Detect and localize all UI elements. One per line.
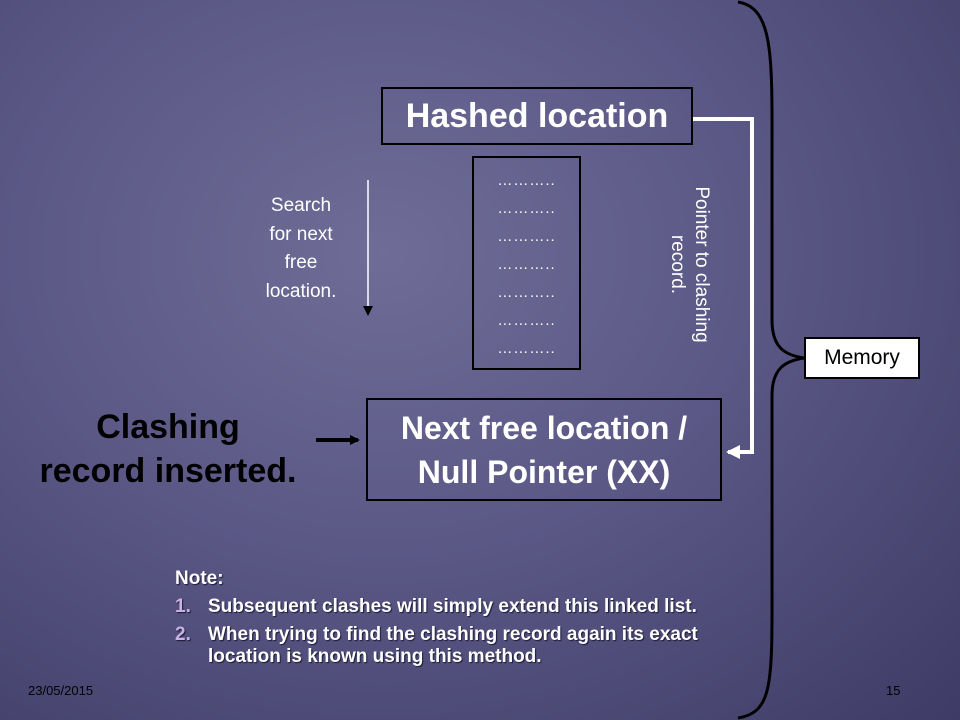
pointer-label-line: Pointer to clashing bbox=[691, 186, 712, 343]
cell-dots: ……….. bbox=[497, 284, 556, 301]
footer-date: 23/05/2015 bbox=[28, 683, 94, 698]
search-line: Search bbox=[270, 195, 332, 216]
pointer-label: Pointer to clashing record. bbox=[665, 162, 713, 367]
cell-dots: ……….. bbox=[497, 256, 556, 273]
note-section: Note: 1. Subsequent clashes will simply … bbox=[175, 568, 715, 674]
search-line: free bbox=[284, 252, 318, 273]
memory-cells: ……….. ……….. ……….. ……….. ……….. ……….. ……….… bbox=[472, 156, 581, 370]
search-line: location. bbox=[265, 280, 337, 302]
list-text: Subsequent clashes will simply extend th… bbox=[208, 596, 697, 617]
page-number: 15 bbox=[886, 683, 901, 698]
hashed-location-box: Hashed location bbox=[381, 87, 693, 145]
list-text: When trying to find the clashing record … bbox=[208, 624, 698, 667]
search-line: for next bbox=[269, 223, 333, 245]
pointer-label-line: record. bbox=[667, 234, 688, 295]
list-item: 1. Subsequent clashes will simply extend… bbox=[175, 596, 715, 618]
next-free-line: Null Pointer (XX) bbox=[417, 453, 671, 490]
cell-dots: ……….. bbox=[497, 172, 556, 189]
cell-dots: ……….. bbox=[497, 312, 556, 329]
list-number: 2. bbox=[175, 624, 191, 645]
memory-label-box: Memory bbox=[804, 337, 920, 379]
cell-dots: ……….. bbox=[497, 200, 556, 217]
cell-dots: ……….. bbox=[497, 228, 556, 245]
hashed-location-label: Hashed location bbox=[405, 96, 669, 135]
clashing-line: Clashing bbox=[96, 408, 240, 446]
clashing-record-label: Clashing record inserted. bbox=[18, 405, 318, 493]
memory-brace bbox=[737, 0, 805, 720]
cell-dots: ……….. bbox=[497, 340, 556, 357]
pointer-arrow bbox=[693, 117, 754, 459]
search-label: Search for next free location. bbox=[244, 192, 358, 306]
list-number: 1. bbox=[175, 596, 191, 617]
next-free-line: Next free location / bbox=[400, 409, 688, 446]
memory-label: Memory bbox=[824, 346, 900, 369]
list-item: 2. When trying to find the clashing reco… bbox=[175, 624, 715, 668]
note-title: Note: bbox=[175, 568, 224, 589]
next-free-location-box: Next free location / Null Pointer (XX) bbox=[366, 398, 722, 501]
clashing-line: record inserted. bbox=[39, 452, 297, 490]
